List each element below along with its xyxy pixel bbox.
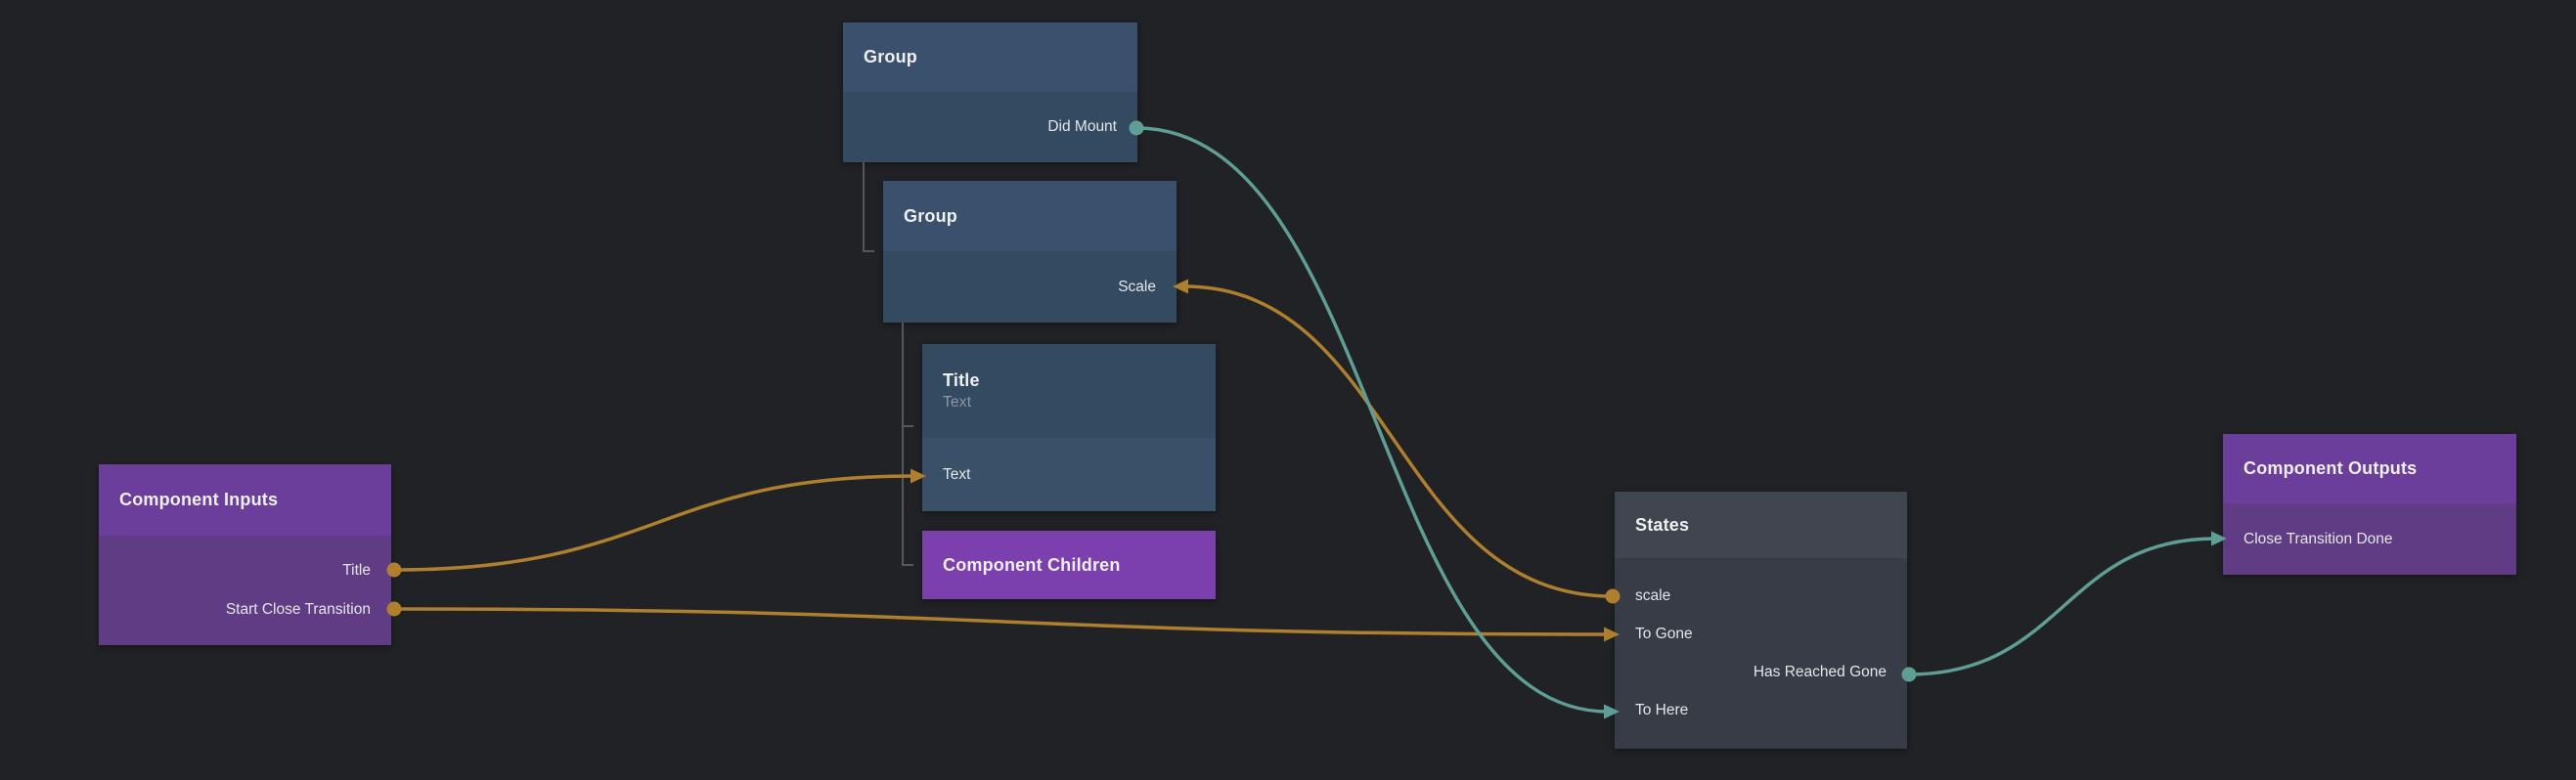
node-title: States: [1635, 514, 1690, 535]
node-states-body: scale To Gone Has Reached Gone To Here: [1615, 558, 1907, 749]
node-title-text-header[interactable]: Title Text: [922, 344, 1216, 438]
hierarchy-line-group1-group2: [863, 162, 874, 252]
port-label: Start Close Transition: [225, 601, 371, 618]
node-group-inner-header[interactable]: Group: [883, 181, 1177, 251]
port-label: To Here: [1635, 702, 1689, 718]
node-component-inputs-header[interactable]: Component Inputs: [99, 464, 391, 536]
port-label: scale: [1635, 587, 1671, 604]
port-title-output[interactable]: Title: [99, 551, 391, 590]
node-states-header[interactable]: States: [1615, 492, 1907, 558]
node-component-outputs-header[interactable]: Component Outputs: [2223, 434, 2516, 503]
node-title: Group: [904, 205, 957, 226]
port-label: Title: [342, 562, 371, 579]
node-group-outer[interactable]: Group Did Mount: [843, 22, 1137, 162]
wire-start-close-transition-to-to-gone[interactable]: [392, 607, 1610, 636]
wire-scale-to-scale[interactable]: [1182, 284, 1615, 598]
port-to-gone-input[interactable]: To Gone: [1615, 616, 1907, 654]
wire-has-reached-gone-to-close-transition-done[interactable]: [1907, 537, 2217, 676]
port-label: Has Reached Gone: [1753, 664, 1887, 680]
node-states[interactable]: States scale To Gone Has Reached Gone To…: [1615, 492, 1907, 749]
node-group-inner-body: Scale: [883, 251, 1177, 323]
port-has-reached-gone-output[interactable]: Has Reached Gone: [1615, 654, 1907, 692]
node-group-outer-header[interactable]: Group: [843, 22, 1137, 92]
port-start-close-transition-output[interactable]: Start Close Transition: [99, 590, 391, 629]
node-component-inputs-body: Title Start Close Transition: [99, 536, 391, 645]
port-did-mount[interactable]: Did Mount: [843, 108, 1137, 147]
node-component-children[interactable]: Component Children: [922, 531, 1216, 599]
port-close-transition-done-input[interactable]: Close Transition Done: [2223, 520, 2516, 558]
node-title: Component Children: [943, 554, 1121, 575]
node-group-inner[interactable]: Group Scale: [883, 181, 1177, 323]
node-component-inputs[interactable]: Component Inputs Title Start Close Trans…: [99, 464, 391, 645]
port-label: Close Transition Done: [2243, 530, 2393, 547]
port-scale-input[interactable]: Scale: [883, 268, 1177, 306]
node-title: Title: [943, 370, 980, 390]
port-scale-output[interactable]: scale: [1615, 578, 1907, 616]
port-text-input[interactable]: Text: [922, 455, 1216, 494]
node-component-outputs[interactable]: Component Outputs Close Transition Done: [2223, 434, 2516, 575]
node-title-text-body: Text: [922, 438, 1216, 511]
port-label: Did Mount: [1047, 118, 1117, 135]
port-to-here-input[interactable]: To Here: [1615, 692, 1907, 730]
node-component-outputs-body: Close Transition Done: [2223, 503, 2516, 575]
port-label: Scale: [1118, 278, 1156, 295]
node-title: Group: [864, 47, 917, 66]
wire-title-to-text[interactable]: [392, 474, 916, 572]
node-title: Component Inputs: [119, 490, 279, 509]
node-group-outer-body: Did Mount: [843, 92, 1137, 162]
node-title: Component Outputs: [2243, 458, 2418, 478]
node-subtitle: Text: [943, 394, 972, 411]
hierarchy-line-group2-children: [902, 323, 913, 566]
node-title-text[interactable]: Title Text Text: [922, 344, 1216, 511]
port-label: To Gone: [1635, 626, 1693, 642]
port-label: Text: [943, 465, 971, 483]
